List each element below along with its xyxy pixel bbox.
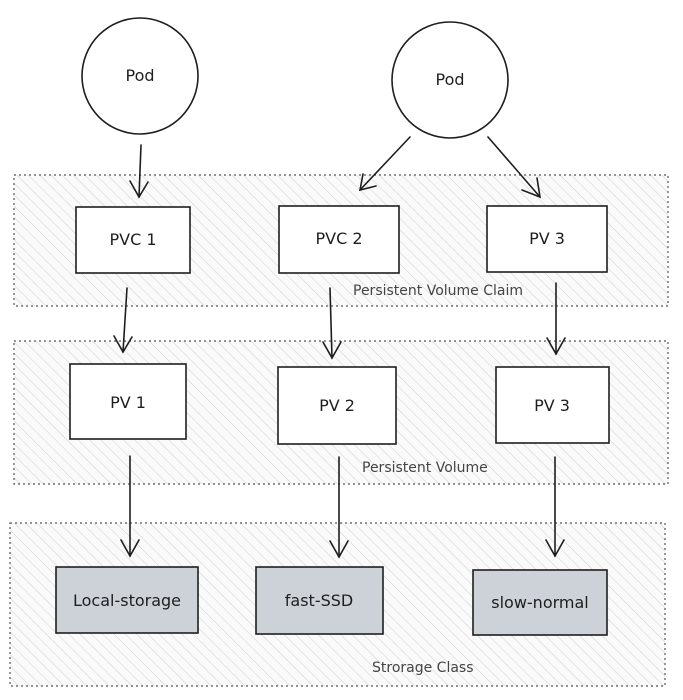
pv-3-label: PV 3 <box>534 396 570 415</box>
pod-node-2: Pod <box>391 21 509 139</box>
pv-2-label: PV 2 <box>319 396 355 415</box>
claim-pv-3-box: PV 3 <box>486 205 608 273</box>
storage-class-slow-label: slow-normal <box>491 593 589 612</box>
claim-pv-3-label: PV 3 <box>529 229 565 248</box>
arrow-pod1-pvc1 <box>129 144 149 199</box>
pvc-1-label: PVC 1 <box>109 230 156 249</box>
layer-label-storage-class: Strorage Class <box>372 660 474 676</box>
arrow-pvc2-pv2 <box>322 287 342 360</box>
arrow-pvc1-pv1 <box>113 287 133 354</box>
pod-node-1: Pod <box>81 17 199 135</box>
arrow-pv3-slow <box>545 456 565 558</box>
storage-class-local-box: Local-storage <box>55 566 199 634</box>
arrow-pv3-claim-to-pv3 <box>546 282 566 356</box>
pod-label-2: Pod <box>435 70 464 89</box>
arrow-pv1-local <box>120 455 140 558</box>
storage-class-fast-label: fast-SSD <box>285 591 353 610</box>
pvc-1-box: PVC 1 <box>75 206 191 274</box>
layer-label-claim: Persistent Volume Claim <box>353 283 523 299</box>
storage-class-fast-box: fast-SSD <box>255 566 384 635</box>
pvc-2-label: PVC 2 <box>315 229 362 248</box>
arrow-pod2-pvc2 <box>358 136 411 192</box>
storage-class-slow-box: slow-normal <box>472 569 608 636</box>
pod-label-1: Pod <box>125 66 154 85</box>
layer-label-volume: Persistent Volume <box>362 460 488 476</box>
connector-arrows <box>113 136 566 559</box>
pv-1-label: PV 1 <box>110 393 146 412</box>
pv-1-box: PV 1 <box>69 363 187 440</box>
pvc-2-box: PVC 2 <box>278 205 400 274</box>
arrow-pod2-pv3 <box>487 136 542 199</box>
storage-class-local-label: Local-storage <box>73 591 181 610</box>
arrow-pv2-fast <box>329 456 349 559</box>
pv-2-box: PV 2 <box>277 366 397 445</box>
pv-3-box: PV 3 <box>495 366 610 444</box>
